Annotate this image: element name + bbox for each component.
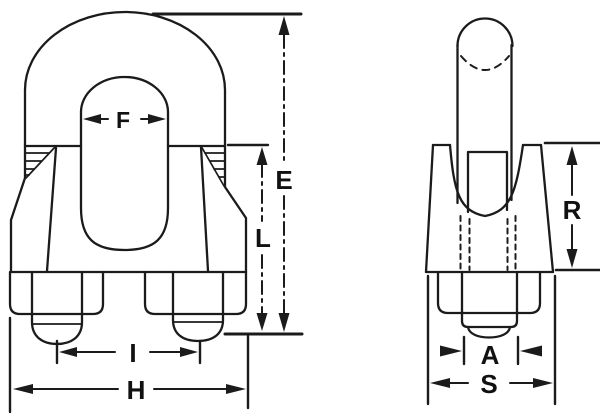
hatch-right [200,145,225,187]
rope-slot [79,144,170,252]
front-view-dimensions [8,12,304,414]
arrowhead [430,378,450,388]
front-view [8,10,248,346]
dim-F [83,114,166,124]
dim-R [543,141,600,272]
arrowhead [83,114,101,124]
dim-A [440,335,542,366]
nut-left [8,270,105,346]
dim-label-e: E [275,165,292,195]
arrowhead [520,345,542,357]
side-view-dimensions [426,141,600,406]
saddle-right-edge [223,144,248,274]
rope-groove-curve [448,143,525,218]
slot-notch [466,150,509,214]
saddle-side-left-edge [424,143,435,274]
arrowhead [148,114,166,124]
arrowhead [278,16,290,35]
arrowhead [59,347,77,357]
dim-label-h: H [127,375,146,405]
dim-label-r: R [563,195,582,225]
arrowhead [256,147,268,165]
dim-I [55,339,202,365]
arrowhead [256,313,268,331]
saddle-left-edge [9,144,27,274]
jaw-line-right [199,145,210,273]
nut-right [143,270,248,343]
arrowhead [566,249,578,268]
arrowhead [440,345,462,357]
dim-label-a: A [481,340,500,370]
u-bolt-outer-arch [23,10,227,148]
dim-label-s: S [480,369,497,399]
jaw-line-left [45,146,58,273]
dim-L [223,143,304,336]
hidden-hole-lines [459,215,517,271]
rod-top-circle [456,17,514,48]
arrowhead [13,384,33,394]
arrowhead [566,146,578,165]
arrowhead [226,384,246,394]
arrowhead [278,313,290,332]
dim-E [151,12,303,332]
rod-hidden-arc [460,55,510,71]
arrowhead [180,347,198,357]
side-view [424,17,555,339]
hatch-left [25,145,57,179]
dim-label-l: L [255,223,271,253]
u-bolt-inner-arch [79,75,170,148]
dimension-labels: F E L I H R A S [116,107,582,405]
arrowhead [533,378,553,388]
dim-label-f: F [116,107,130,133]
saddle-side-right-edge [539,143,555,274]
dim-label-i: I [129,338,136,368]
dim-S [426,274,557,406]
nut-side [436,270,542,339]
dim-H [8,316,250,414]
